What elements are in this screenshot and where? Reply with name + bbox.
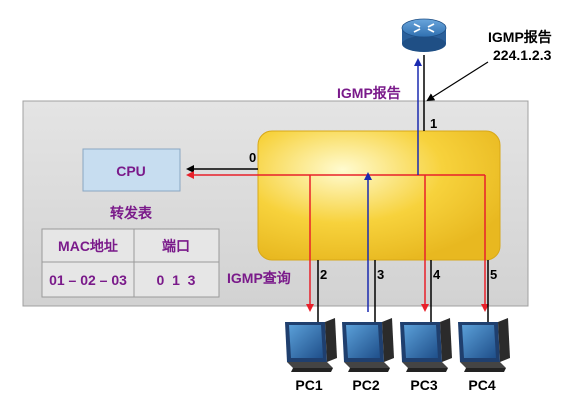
forwarding-table: MAC地址 端口 01 – 02 – 03 0 1 3 bbox=[41, 228, 220, 298]
switch-core bbox=[257, 130, 501, 261]
igmp-report-paths bbox=[364, 58, 422, 312]
pc-icon bbox=[342, 318, 394, 372]
igmp-report-label-mid: IGMP报告 bbox=[337, 85, 401, 101]
port-0: 0 bbox=[249, 150, 256, 165]
pc1-label: PC1 bbox=[295, 377, 322, 393]
port-5: 5 bbox=[490, 267, 497, 282]
igmp-query-paths bbox=[186, 171, 489, 312]
table-header-mac: MAC地址 bbox=[58, 238, 118, 254]
pc-icon bbox=[400, 318, 452, 372]
table-cell-mac: 01 – 02 – 03 bbox=[49, 272, 127, 288]
pc4: PC4 bbox=[458, 318, 510, 393]
forwarding-table-title: 转发表 bbox=[110, 205, 153, 221]
pc2-label: PC2 bbox=[352, 377, 379, 393]
port-2: 2 bbox=[320, 267, 327, 282]
pc2: PC2 bbox=[342, 318, 394, 393]
port-3: 3 bbox=[377, 267, 384, 282]
router-icon bbox=[401, 18, 447, 52]
pc3-label: PC3 bbox=[410, 377, 437, 393]
table-cell-port: 0 1 3 bbox=[157, 272, 196, 288]
igmp-report-label-top: IGMP报告 bbox=[488, 29, 552, 45]
report-pointer bbox=[426, 61, 489, 102]
pc4-label: PC4 bbox=[468, 377, 495, 393]
port-1: 1 bbox=[430, 116, 437, 131]
pc1: PC1 bbox=[285, 318, 337, 393]
pc-icon bbox=[458, 318, 510, 372]
cpu-label: CPU bbox=[116, 163, 146, 179]
pc3: PC3 bbox=[400, 318, 452, 393]
igmp-query-label: IGMP查询 bbox=[227, 270, 291, 286]
table-header-port: 端口 bbox=[162, 238, 190, 254]
pc-icon bbox=[285, 318, 337, 372]
pc-links bbox=[317, 260, 489, 322]
igmp-report-group: 224.1.2.3 bbox=[493, 47, 552, 63]
cpu-box bbox=[82, 148, 181, 192]
port-4: 4 bbox=[433, 267, 441, 282]
